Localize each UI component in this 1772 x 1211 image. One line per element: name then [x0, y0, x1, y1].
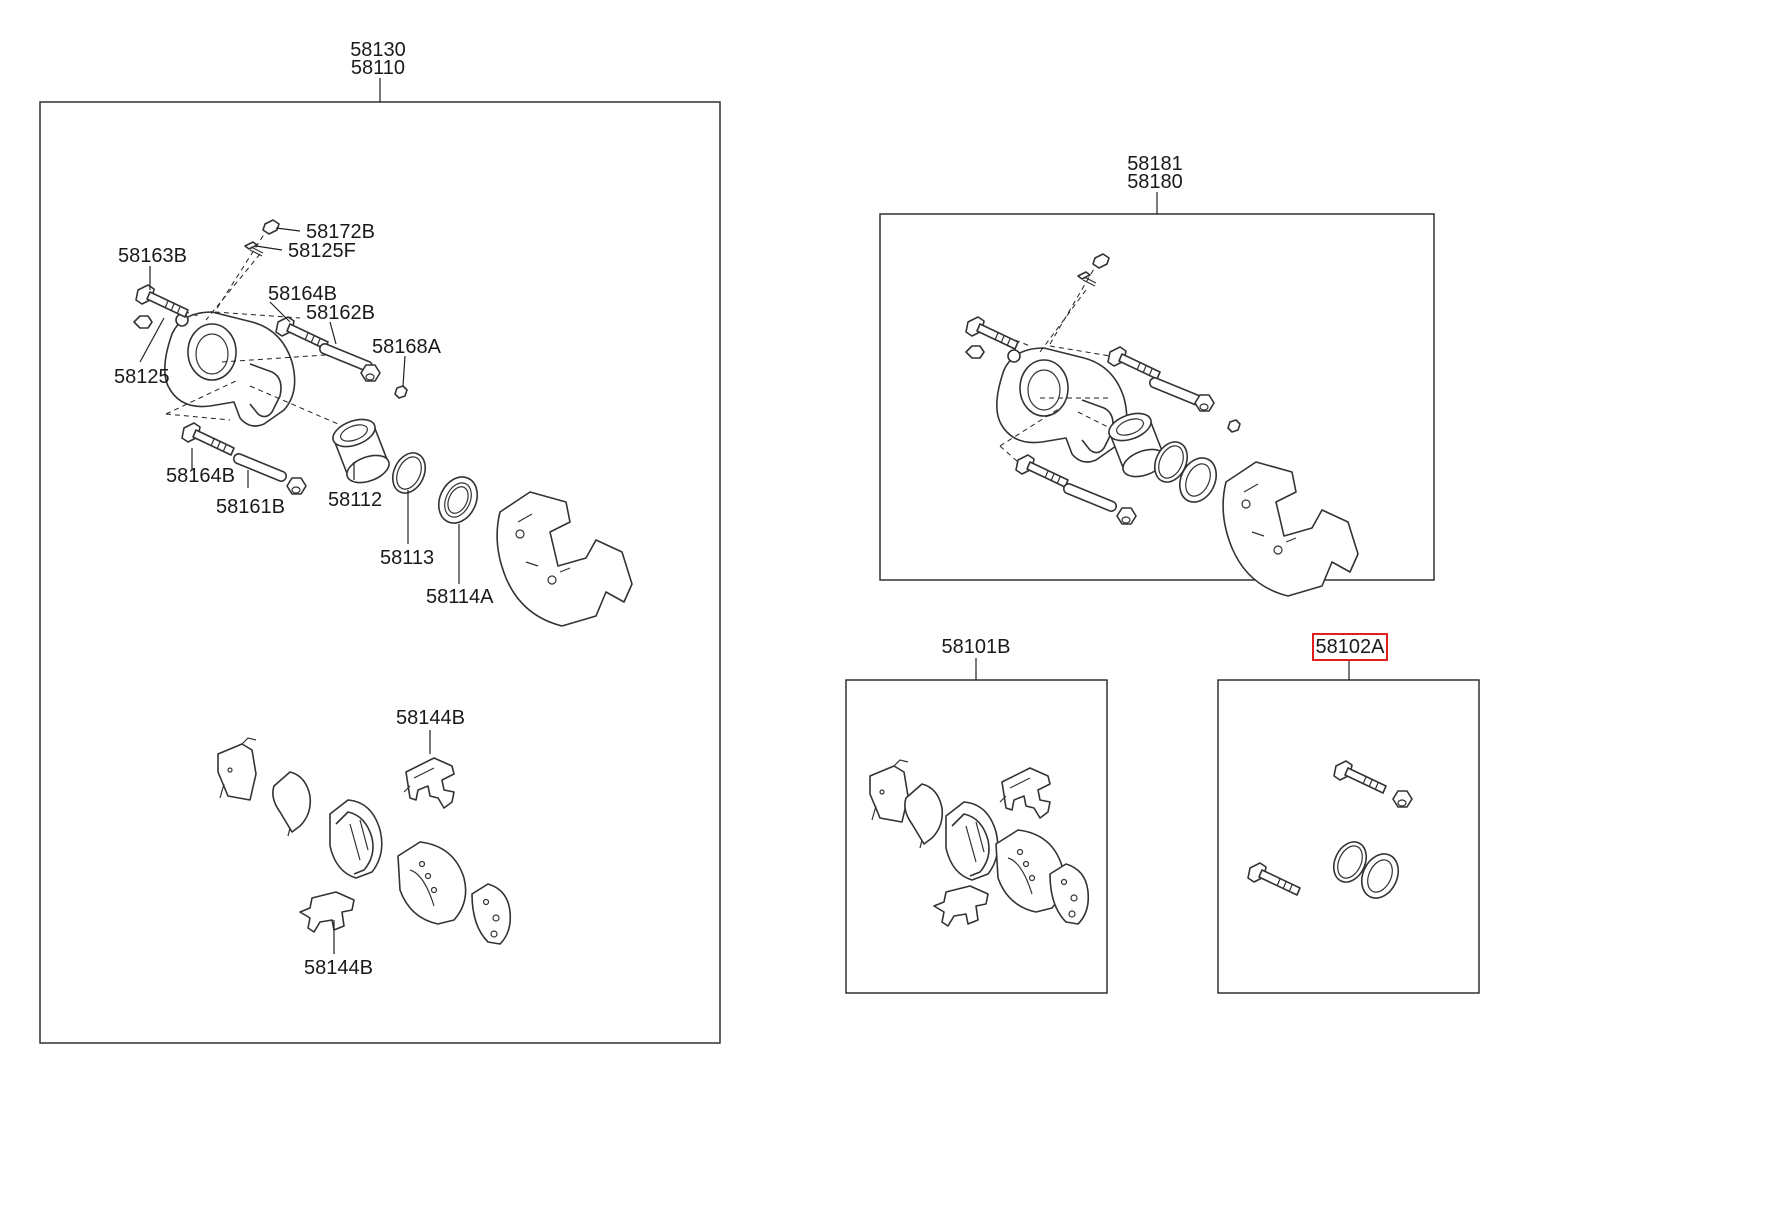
kit-dust-boot — [1360, 853, 1400, 899]
kit-shim-plate — [1049, 863, 1090, 925]
boot-lower — [286, 477, 307, 495]
caliper-bracket — [496, 491, 633, 627]
kit-dust-cap — [1392, 790, 1413, 808]
repair-kit-label[interactable]: 58102A — [1316, 636, 1386, 658]
shim-outer — [217, 737, 257, 801]
repair-kit-frame — [1217, 679, 1480, 994]
caliper-housing — [164, 311, 296, 427]
callout-58172B[interactable]: 58172B — [306, 221, 375, 243]
side-dust-cap — [1227, 419, 1241, 433]
callout-58113[interactable]: 58113 — [380, 547, 434, 569]
callout-58164B-bottom[interactable]: 58164B — [166, 465, 235, 487]
side-guide-bolt-lower — [1015, 454, 1069, 488]
side-assembly-label-bottom[interactable]: 58180 — [1127, 171, 1183, 193]
pad-clip-upper — [403, 757, 455, 809]
guide-bolt-lower — [181, 422, 235, 456]
pad-clip-lower — [299, 891, 355, 933]
side-guide-pin-upper — [1148, 377, 1204, 406]
main-assembly-label-bottom[interactable]: 58110 — [351, 57, 405, 79]
callout-58114A[interactable]: 58114A — [426, 586, 494, 608]
callout-58125F[interactable]: 58125F — [288, 240, 356, 262]
bleeder-screw — [244, 241, 264, 257]
selected-part-highlight — [1312, 633, 1388, 661]
callout-58112[interactable]: 58112 — [328, 489, 382, 511]
shim-inner — [272, 771, 312, 837]
shim-plate — [471, 883, 512, 945]
piston-seal — [391, 452, 427, 494]
pad-kit: 58101B — [845, 636, 1108, 994]
callout-58162B[interactable]: 58162B — [306, 302, 375, 324]
guide-bolt-upper — [135, 284, 189, 318]
piston — [328, 413, 394, 489]
brake-pad-outer — [329, 799, 383, 879]
side-assembly-frame — [879, 213, 1435, 581]
callout-58163B[interactable]: 58163B — [118, 245, 187, 267]
kit-shim-inner — [904, 783, 944, 849]
side-boot-lower — [1116, 507, 1137, 525]
repair-kit: 58102A — [1217, 633, 1480, 994]
side-caliper-bracket — [1222, 461, 1359, 597]
guide-pin-lower — [232, 453, 288, 482]
main-assembly-label-top[interactable]: 58130 — [350, 39, 406, 61]
side-guide-bolt-upper — [965, 316, 1019, 350]
pad-kit-label[interactable]: 58101B — [942, 636, 1011, 658]
dust-boot — [437, 476, 479, 524]
side-dust-boot — [1178, 457, 1218, 503]
side-bushing — [965, 345, 985, 359]
kit-pad-clip-upper — [999, 767, 1051, 819]
bleeder-cap — [262, 219, 280, 235]
callout-58168A[interactable]: 58168A — [372, 336, 442, 358]
callout-58144B-bottom[interactable]: 58144B — [304, 957, 373, 979]
side-bleeder-screw — [1077, 271, 1097, 287]
kit-guide-bolt-upper — [1333, 760, 1387, 794]
callout-58161B[interactable]: 58161B — [216, 496, 285, 518]
side-assembly: 58181 58180 — [879, 153, 1435, 597]
bushing — [133, 315, 153, 329]
brake-pad-inner — [397, 841, 467, 925]
callout-58125[interactable]: 58125 — [114, 366, 170, 388]
side-guide-pin-lower — [1062, 483, 1118, 512]
side-guide-bolt-mid — [1107, 346, 1161, 380]
kit-piston-seal — [1332, 841, 1368, 883]
kit-shim-outer — [869, 759, 909, 823]
kit-brake-pad-outer — [945, 801, 999, 881]
kit-pad-clip-lower — [933, 885, 989, 927]
side-boot-upper — [1194, 394, 1215, 412]
boot-upper — [360, 364, 381, 382]
dust-cap — [394, 385, 408, 399]
side-bleeder-cap — [1092, 253, 1110, 269]
side-caliper-housing — [995, 347, 1128, 463]
callout-58164B-top[interactable]: 58164B — [268, 283, 337, 305]
main-assembly: 58130 58110 — [39, 39, 721, 1044]
kit-guide-bolt-lower — [1247, 862, 1301, 896]
callout-58144B-top[interactable]: 58144B — [396, 707, 465, 729]
side-assembly-label-top[interactable]: 58181 — [1127, 153, 1183, 175]
